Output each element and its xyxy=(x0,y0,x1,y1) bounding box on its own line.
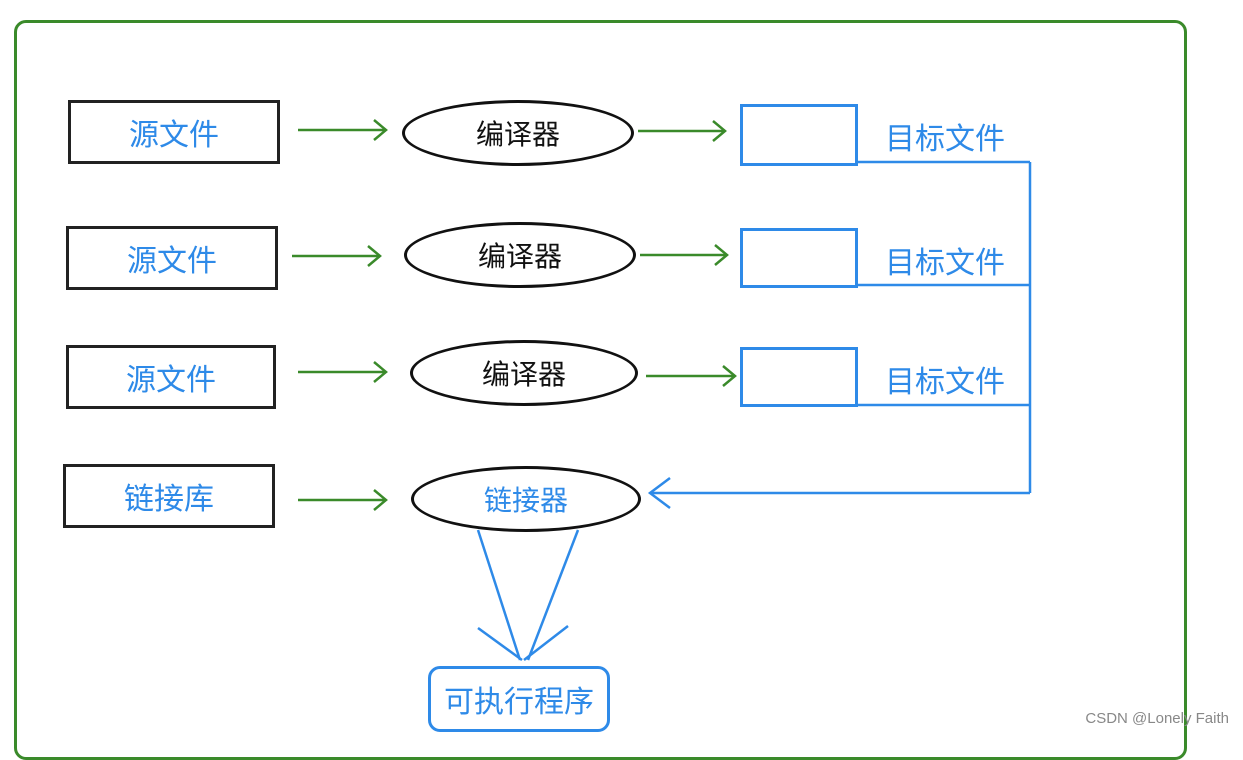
compiler-label-1: 编译器 xyxy=(475,118,560,151)
arrow-source2-compiler xyxy=(292,245,382,267)
arrow-compiler3-object xyxy=(646,365,737,387)
object-merge-lines xyxy=(647,160,1032,509)
connector-layer xyxy=(292,119,1032,662)
compiler-label-3: 编译器 xyxy=(481,358,566,391)
source-file-label-1: 源文件 xyxy=(129,118,219,153)
linker-node: 链接器 xyxy=(411,466,641,532)
library-label: 链接库 xyxy=(124,482,214,517)
compiler-node-1: 编译器 xyxy=(402,100,634,166)
arrow-compiler1-object xyxy=(638,120,727,142)
object-file-label-3: 目标文件 xyxy=(885,365,1005,400)
compiler-node-3: 编译器 xyxy=(410,340,638,406)
linker-label: 链接器 xyxy=(483,484,568,517)
object-file-box-3 xyxy=(740,347,858,407)
executable-label: 可执行程序 xyxy=(444,685,594,720)
object-file-label-1: 目标文件 xyxy=(885,122,1005,157)
arrow-library-linker xyxy=(298,489,388,511)
arrow-source1-compiler xyxy=(298,119,388,141)
object-file-box-1 xyxy=(740,104,858,166)
executable-box: 可执行程序 xyxy=(428,666,610,732)
watermark-text: CSDN @Lonely Faith xyxy=(1085,710,1229,727)
source-file-box-1: 源文件 xyxy=(68,100,280,164)
arrow-compiler2-object xyxy=(640,244,729,266)
source-file-box-2: 源文件 xyxy=(66,226,278,290)
arrow-source3-compiler xyxy=(298,361,388,383)
diagram-canvas: 源文件 编译器 目标文件 源文件 编译器 目标文件 源文件 编译器 目标文件 链… xyxy=(14,20,1229,760)
source-file-label-2: 源文件 xyxy=(127,244,217,279)
object-file-label-2: 目标文件 xyxy=(885,246,1005,281)
compiler-label-2: 编译器 xyxy=(477,240,562,273)
source-file-label-3: 源文件 xyxy=(126,363,216,398)
compiler-node-2: 编译器 xyxy=(404,222,636,288)
library-box: 链接库 xyxy=(63,464,275,528)
object-file-box-2 xyxy=(740,228,858,288)
linker-to-executable-arrow xyxy=(476,529,580,662)
source-file-box-3: 源文件 xyxy=(66,345,276,409)
